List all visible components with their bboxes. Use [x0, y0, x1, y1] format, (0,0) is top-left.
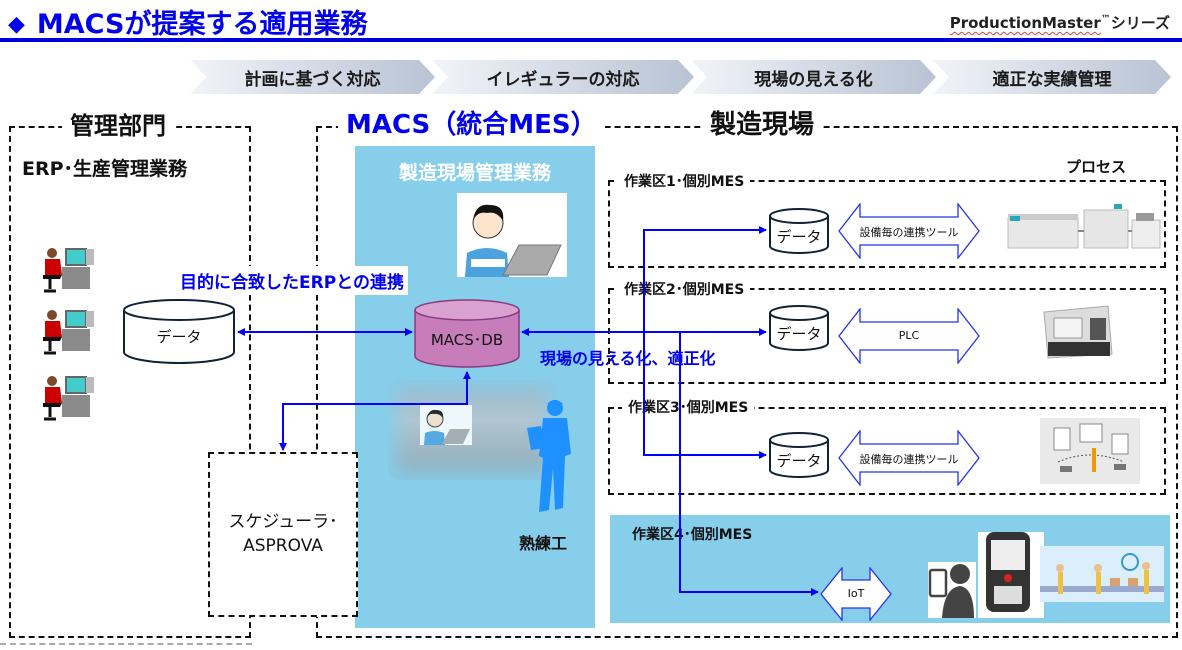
zone-3-database-icon: データ: [768, 431, 830, 479]
erp-link-text: 目的に合致したERPとの連携: [180, 273, 404, 293]
zone-2-title: 作業区2･個別MES: [618, 279, 751, 299]
handheld-terminal-icon: [928, 532, 1044, 618]
scheduler-label-line2: ASPROVA: [243, 536, 323, 556]
page-title-text: MACSが提案する適用業務: [36, 9, 368, 40]
step-chevron-visibility: 現場の見える化: [691, 60, 936, 94]
zone-3-link-arrow: 設備毎の連携ツール: [838, 429, 980, 487]
step-chevron-results: 適正な実績管理: [933, 60, 1171, 94]
macs-database-icon: MACS･DB: [413, 298, 521, 370]
link-label: PLC: [898, 329, 920, 342]
office-worker-icon: [40, 245, 100, 299]
scheduler-label-line1: スケジューラ･: [228, 512, 338, 532]
zone-1-box: [608, 180, 1166, 268]
factory-section-title: 製造現場: [702, 104, 823, 141]
zone-1-database-icon: データ: [768, 207, 830, 255]
scheduler-box: [208, 452, 358, 617]
database-label: データ: [776, 228, 822, 246]
product-series-label: ProductionMaster™シリーズ: [950, 12, 1170, 33]
erp-database-icon: データ: [122, 298, 236, 366]
production-line-icon: [1004, 200, 1164, 256]
step-chevron-irregular: イレギュラーの対応: [432, 60, 694, 94]
link-label: 設備毎の連携ツール: [859, 453, 959, 466]
divider: [0, 643, 252, 645]
zone-2-box: [608, 288, 1166, 384]
zone-2-link-arrow: PLC: [838, 307, 980, 365]
erp-link-label: 目的に合致したERPとの連携: [176, 266, 408, 295]
database-label: データ: [776, 452, 822, 470]
macs-section-title: MACS（統合MES）: [338, 104, 605, 141]
cnc-machine-icon: [1040, 298, 1114, 360]
skilled-worker-icon: [525, 398, 575, 520]
database-label: MACS･DB: [430, 331, 504, 349]
office-worker-icon: [40, 307, 100, 361]
product-name: ProductionMaster: [949, 14, 1101, 32]
zone-4-title: 作業区4･個別MES: [632, 527, 753, 543]
zone-4-link-arrow: IoT: [820, 566, 892, 622]
office-worker-icon: [40, 373, 100, 427]
scheduler-label: スケジューラ･ ASPROVA: [208, 510, 358, 558]
step-label: 現場の見える化: [754, 69, 873, 90]
trademark-mark: ™: [1100, 14, 1111, 25]
person-laptop-icon: [420, 405, 472, 445]
erp-subtitle: ERP･生産管理業務: [22, 158, 188, 180]
step-label: 計画に基づく対応: [244, 69, 381, 90]
database-label: データ: [776, 325, 822, 343]
person-laptop-icon: [457, 193, 567, 277]
header-divider: [0, 38, 1182, 42]
link-label: IoT: [847, 587, 865, 600]
smart-factory-icon: [1040, 546, 1164, 602]
diamond-icon: ◆: [8, 12, 25, 37]
page-title: ◆ MACSが提案する適用業務: [8, 2, 367, 41]
process-label: プロセス: [1066, 158, 1127, 176]
series-suffix: シリーズ: [1110, 14, 1170, 32]
database-label: データ: [156, 328, 202, 346]
step-label: 適正な実績管理: [992, 69, 1112, 90]
step-chevron-plan: 計画に基づく対応: [190, 60, 435, 94]
link-label: 設備毎の連携ツール: [859, 226, 959, 239]
management-section-title: 管理部門: [62, 106, 174, 141]
zone-1-link-arrow: 設備毎の連携ツール: [838, 202, 980, 260]
factory-cell-icon: [1040, 418, 1140, 484]
zone-2-database-icon: データ: [768, 304, 830, 352]
zone-3-box: [608, 407, 1166, 495]
zone-3-title: 作業区3･個別MES: [622, 397, 755, 417]
macs-panel-title: 製造現場管理業務: [398, 162, 551, 184]
skilled-worker-label: 熟練工: [519, 534, 568, 553]
step-label: イレギュラーの対応: [486, 69, 640, 90]
zone-1-title: 作業区1･個別MES: [618, 171, 751, 191]
